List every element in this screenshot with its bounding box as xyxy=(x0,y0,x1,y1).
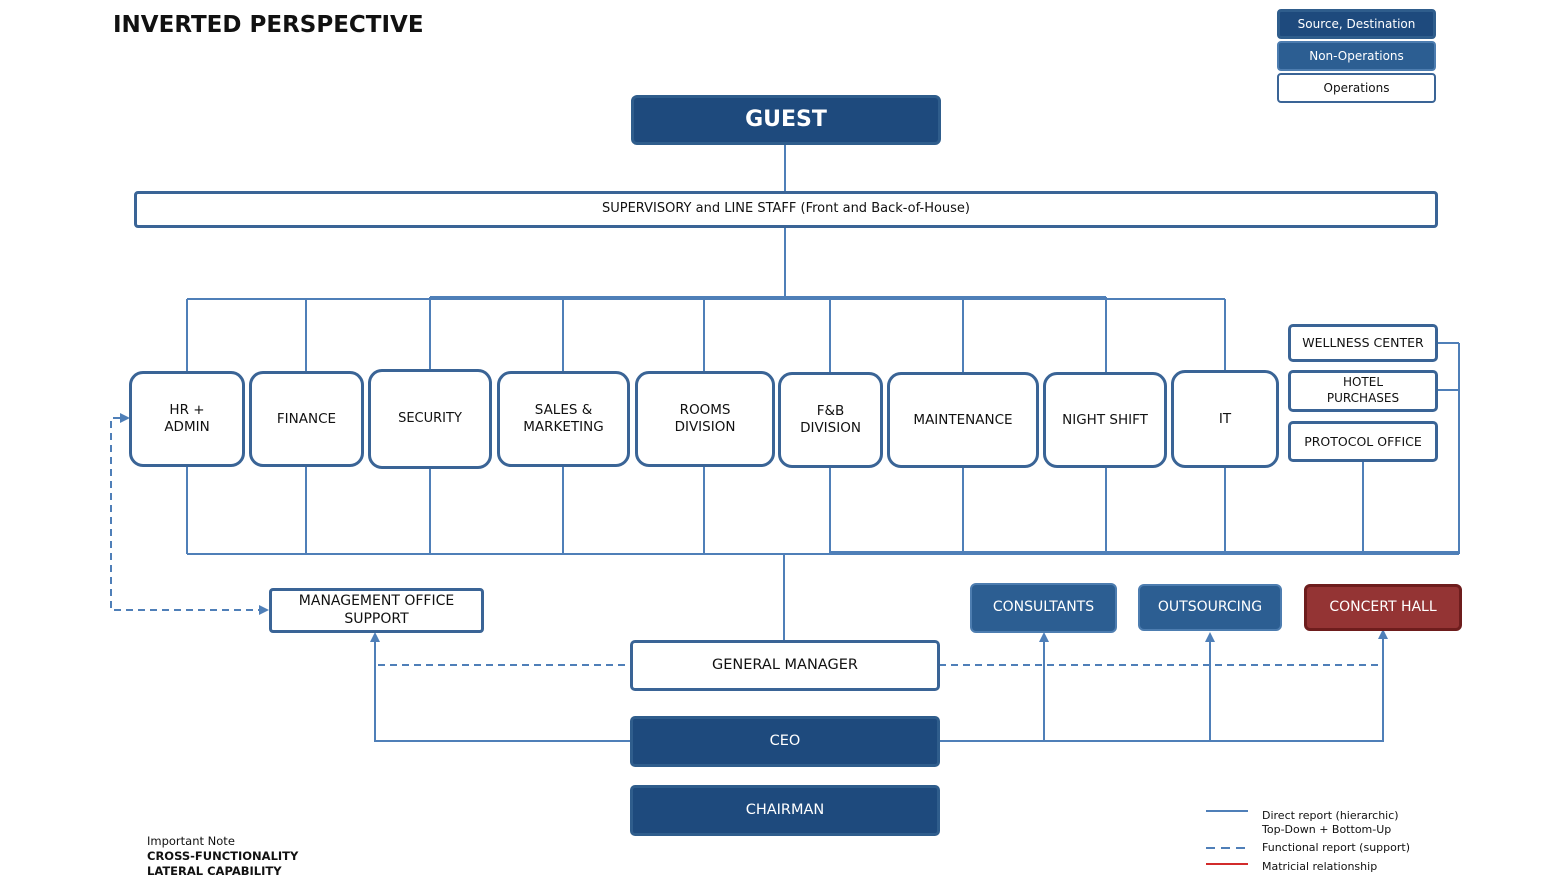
node-chairman: CHAIRMAN xyxy=(630,785,940,836)
node-concert-hall: CONCERT HALL xyxy=(1304,584,1462,631)
node-ceo: CEO xyxy=(630,716,940,767)
legend-direct-line-2: Top-Down + Bottom-Up xyxy=(1262,823,1392,836)
node-management-office-support: MANAGEMENT OFFICE SUPPORT xyxy=(269,588,484,633)
legend-matricial-relationship: Matricial relationship xyxy=(1262,860,1378,873)
legend-non-operations: Non-Operations xyxy=(1277,41,1436,71)
legend-operations: Operations xyxy=(1277,73,1436,103)
node-rooms-division: ROOMS DIVISION xyxy=(635,371,775,467)
node-guest: GUEST xyxy=(631,95,941,145)
node-staff: SUPERVISORY and LINE STAFF (Front and Ba… xyxy=(134,191,1438,228)
node-general-manager: GENERAL MANAGER xyxy=(630,640,940,691)
legend-direct-report: Direct report (hierarchic) Top-Down + Bo… xyxy=(1262,809,1399,837)
node-sales-marketing: SALES & MARKETING xyxy=(497,371,630,467)
legend-source-destination: Source, Destination xyxy=(1277,9,1436,39)
node-hotel-purchases: HOTEL PURCHASES xyxy=(1288,370,1438,412)
node-hr-admin: HR + ADMIN xyxy=(129,371,245,467)
node-maintenance: MAINTENANCE xyxy=(887,372,1039,468)
node-consultants: CONSULTANTS xyxy=(970,583,1117,633)
note-line-1: CROSS-FUNCTIONALITY xyxy=(147,849,299,863)
legend-direct-line-1: Direct report (hierarchic) xyxy=(1262,809,1399,822)
node-night-shift: NIGHT SHIFT xyxy=(1043,372,1167,468)
node-security: SECURITY xyxy=(368,369,492,469)
node-protocol-office: PROTOCOL OFFICE xyxy=(1288,421,1438,462)
important-note: Important Note CROSS-FUNCTIONALITY LATER… xyxy=(147,834,298,879)
node-wellness-center: WELLNESS CENTER xyxy=(1288,324,1438,362)
note-heading: Important Note xyxy=(147,834,235,848)
node-it: IT xyxy=(1171,370,1279,468)
page-title: INVERTED PERSPECTIVE xyxy=(113,12,424,38)
note-line-2: LATERAL CAPABILITY xyxy=(147,864,282,878)
node-finance: FINANCE xyxy=(249,371,364,467)
legend-functional-report: Functional report (support) xyxy=(1262,841,1410,854)
node-outsourcing: OUTSOURCING xyxy=(1138,584,1282,631)
node-fnb-division: F&B DIVISION xyxy=(778,372,883,468)
